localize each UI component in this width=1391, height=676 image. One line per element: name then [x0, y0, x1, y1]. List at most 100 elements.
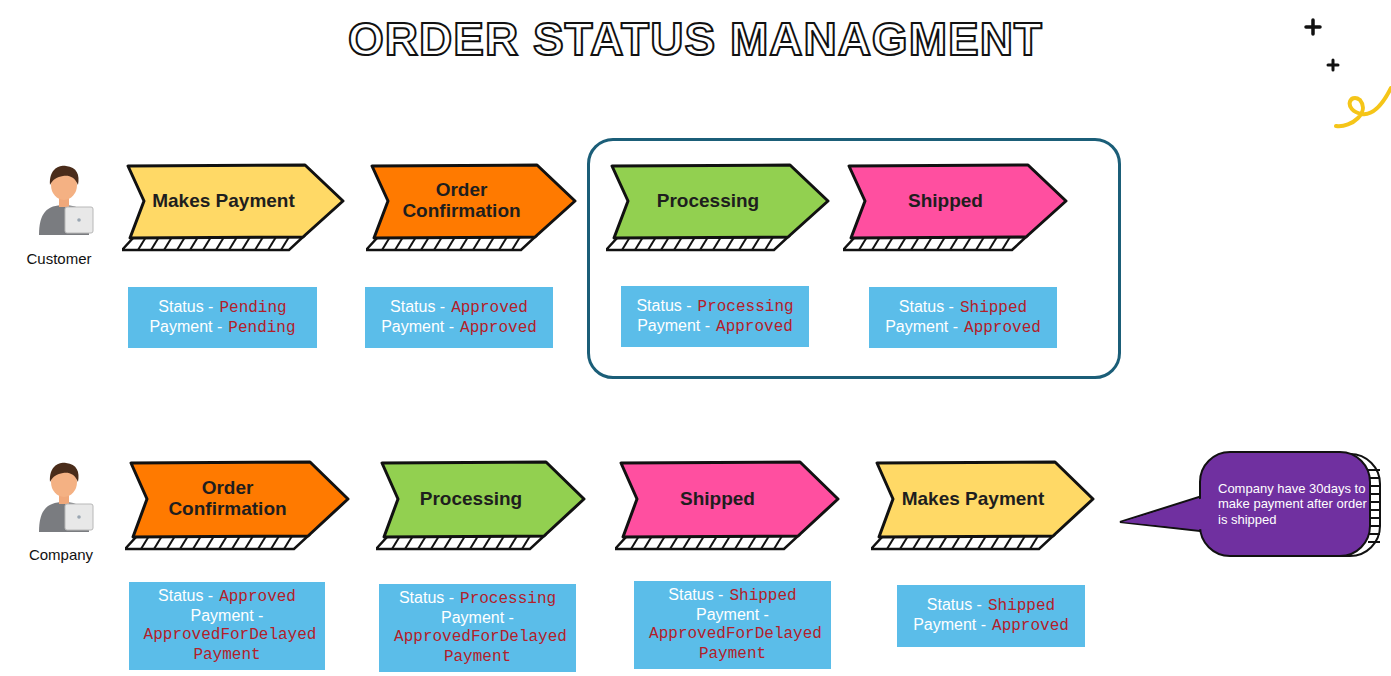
- hatch-line: [1030, 536, 1038, 549]
- hatch-line: [739, 237, 747, 250]
- hatch-line: [991, 536, 999, 549]
- hatch-line: [522, 536, 530, 549]
- field-name: Status -: [158, 298, 213, 315]
- hatch-line: [761, 536, 769, 549]
- hatch-line: [255, 237, 263, 250]
- company-icon: [39, 463, 93, 532]
- field-name: Payment -: [885, 318, 958, 335]
- chevron-label-area: Processing: [400, 463, 542, 535]
- group-frame: ProcessingStatus -ProcessingPayment -App…: [587, 138, 1121, 379]
- speech-bubble: Company have 30days to make payment afte…: [1118, 448, 1386, 562]
- field-name: Status -: [927, 596, 982, 613]
- hatch-line: [499, 237, 507, 250]
- status-line: Status -Processing: [385, 589, 570, 609]
- status-line: Payment -Approved: [371, 318, 547, 338]
- hatch-line: [1017, 536, 1025, 549]
- status-box: Status -ProcessingPayment -Approved: [621, 286, 809, 347]
- status-line: Status -Approved: [371, 298, 547, 318]
- hatch-line: [512, 237, 520, 250]
- field-value: Approved: [451, 299, 528, 317]
- hatch-line: [284, 536, 292, 549]
- step-chevron: Makes Payment: [122, 163, 347, 253]
- status-box: Status -ApprovedPayment - ApprovedForDela…: [129, 582, 325, 670]
- field-value: ApprovedForDelayed Payment: [649, 625, 822, 663]
- chevron-label-area: Order Confirmation: [149, 463, 306, 535]
- chevron-body: [128, 165, 343, 238]
- status-line: Status - Shipped: [903, 596, 1079, 616]
- status-line: Payment -Approved: [875, 318, 1051, 338]
- step-chevron: Processing: [606, 163, 832, 253]
- customer-icon: [39, 166, 93, 235]
- status-line: Payment -Approved: [627, 317, 803, 337]
- status-box: Status -PendingPayment -Pending: [128, 287, 317, 348]
- status-line: Payment - Pending: [134, 318, 311, 338]
- status-line: Status - Pending: [134, 298, 311, 318]
- step-label: Shipped: [908, 191, 983, 212]
- field-value: Pending: [228, 319, 295, 337]
- chevron-label-area: Processing: [630, 166, 786, 236]
- hatch-line: [765, 237, 773, 250]
- hatch-line: [268, 237, 276, 250]
- status-box: Status - ShippedPayment -Approved: [897, 585, 1085, 647]
- status-line: Status -Processing: [627, 297, 803, 317]
- field-value: ApprovedForDelayed Payment: [394, 628, 567, 666]
- step-label: Makes Payment: [152, 191, 295, 212]
- status-line: Payment - ApprovedForDelayed Payment: [385, 609, 570, 667]
- actor-label: Customer: [9, 250, 109, 267]
- field-name: Status -: [636, 297, 691, 314]
- field-name: Payment -: [381, 318, 454, 335]
- status-line: Status -Approved: [135, 587, 319, 607]
- status-box: Status -ShippedPayment -ApprovedForDelay…: [634, 581, 831, 669]
- hatch-line: [752, 237, 760, 250]
- hatch-line: [483, 536, 491, 549]
- chevron-body: [621, 462, 838, 537]
- hatch-line: [726, 237, 734, 250]
- status-line: Payment -Approved: [903, 616, 1079, 636]
- step-chevron: Processing: [376, 460, 588, 552]
- step-chevron: Shipped: [843, 163, 1070, 253]
- actor-label: Company: [11, 546, 111, 563]
- hatch-line: [950, 237, 958, 250]
- field-name: Payment -: [913, 616, 986, 633]
- hatch-line: [242, 237, 250, 250]
- chevron-body: [382, 462, 584, 537]
- chevron-body: [372, 165, 575, 238]
- field-value: Pending: [219, 299, 286, 317]
- status-line: Status -Shipped: [875, 298, 1051, 318]
- bubble-text-area: Company have 30days to make payment afte…: [1218, 454, 1368, 554]
- field-value: ApprovedForDelayed Payment: [144, 626, 317, 664]
- field-name: Payment -: [441, 609, 514, 626]
- field-value: Shipped: [988, 597, 1055, 615]
- chevron-label-area: Order Confirmation: [390, 166, 533, 236]
- field-name: Payment -: [149, 318, 222, 335]
- field-value: Processing: [460, 590, 556, 608]
- step-label: Shipped: [680, 489, 755, 510]
- status-box: Status -ProcessingPayment - ApprovedForDe…: [379, 584, 576, 672]
- chevron-body: [877, 462, 1093, 537]
- hatch-line: [245, 536, 253, 549]
- step-chevron: Order Confirmation: [125, 460, 352, 552]
- hatch-line: [1004, 536, 1012, 549]
- status-line: Payment - ApprovedForDelayed Payment: [135, 607, 319, 665]
- hatch-line: [722, 536, 730, 549]
- diagram-title: ORDER STATUS MANAGMENT: [0, 12, 1391, 66]
- step-label: Makes Payment: [902, 489, 1045, 510]
- status-box: Status -ShippedPayment -Approved: [869, 287, 1057, 348]
- hatch-line: [748, 536, 756, 549]
- field-name: Payment -: [637, 317, 710, 334]
- hatch-line: [496, 536, 504, 549]
- status-box: Status -ApprovedPayment -Approved: [365, 287, 553, 348]
- field-name: Payment -: [191, 607, 264, 624]
- hatch-line: [774, 536, 782, 549]
- step-label: Processing: [657, 191, 759, 212]
- step-label: Processing: [420, 489, 522, 510]
- field-value: Shipped: [729, 587, 796, 605]
- plus-mark: [1306, 20, 1320, 34]
- chevron-body: [849, 165, 1066, 238]
- step-chevron: Makes Payment: [871, 460, 1097, 552]
- step-label: Order Confirmation: [149, 478, 306, 520]
- hatch-line: [735, 536, 743, 549]
- hatch-line: [281, 237, 289, 250]
- hatch-line: [713, 237, 721, 250]
